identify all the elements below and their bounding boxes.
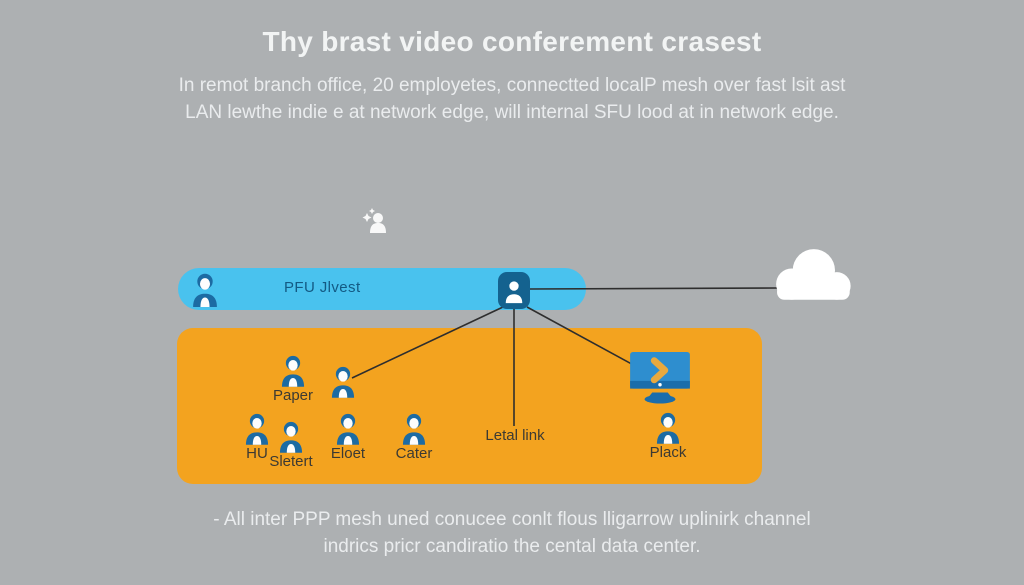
participant-paper: Paper [263,354,323,403]
person-icon [278,420,304,453]
participant-label: Sletert [269,453,313,470]
participant-unlabeled [313,365,373,399]
person-icon [191,272,219,307]
person-sparkle-icon [360,205,390,235]
participant-plack: Plack [638,411,698,460]
footer-line-2: indrics pricr candiratio the cental data… [323,536,701,557]
lan-bar-label: PFU Jlvest [284,279,361,296]
person-icon [655,411,681,444]
subtitle-line-2: LAN lewthe indie e at network edge, will… [185,102,839,123]
participant-hu: HU [227,412,287,461]
footer-line-1: - All inter PPP mesh uned conucee conlt … [213,509,811,530]
person-badge-icon [503,278,525,304]
participant-cater: Cater [384,412,444,461]
page-title: Thy brast video conferement crasest [262,26,762,57]
monitor-icon [629,351,691,405]
participant-sletert: Sletert [261,420,321,469]
participant-label: HU [246,445,268,462]
person-icon [401,412,427,445]
participant-label: Cater [395,445,433,462]
person-icon [330,365,356,398]
participant-label: Plack [649,444,687,461]
person-icon [335,412,361,445]
cloud-icon [766,244,858,304]
subtitle-line-1: In remot branch office, 20 employetes, c… [178,75,846,96]
footer-note: - All inter PPP mesh uned conucee conlt … [0,506,1024,560]
person-icon [280,354,306,387]
participant-label: Paper [272,387,314,404]
subtitle: In remot branch office, 20 employetes, c… [0,72,1024,126]
link-label: Letal link [485,427,545,444]
sfu-node [498,272,530,309]
participant-eloet: Eloet [318,412,378,461]
participant-label: Eloet [330,445,366,462]
